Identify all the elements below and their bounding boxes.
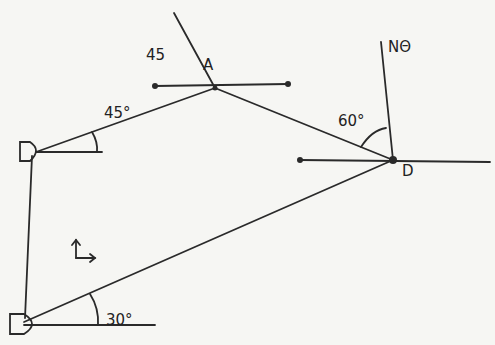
axis-symbol (76, 257, 95, 259)
member-line (24, 160, 393, 322)
force-line (381, 42, 393, 160)
angle-label: 30° (106, 313, 133, 328)
support-symbol (20, 142, 36, 161)
reference-line (36, 151, 102, 153)
end-dot (297, 157, 303, 163)
end-dot (285, 81, 291, 87)
joint-dot (213, 86, 218, 91)
angle-arc (90, 294, 98, 325)
angle-arc (361, 128, 386, 147)
angle-arc (92, 132, 97, 152)
member-line (25, 156, 32, 318)
member-line (215, 88, 393, 160)
angle-label: 45° (104, 106, 131, 121)
support-symbol (10, 314, 32, 334)
reference-line (24, 324, 155, 326)
point-label: D (402, 164, 414, 179)
axis-symbol (75, 240, 77, 258)
force-label: NΘ (388, 40, 411, 55)
force-label: 45 (146, 48, 165, 63)
end-dot (152, 83, 158, 89)
joint-dot (389, 156, 397, 164)
force-line (174, 13, 215, 88)
member-line (36, 88, 215, 152)
reference-line (155, 84, 288, 86)
point-label: A (203, 58, 213, 73)
axis-symbol (72, 240, 80, 245)
axis-symbol (90, 254, 95, 262)
angle-label: 60° (338, 114, 365, 129)
